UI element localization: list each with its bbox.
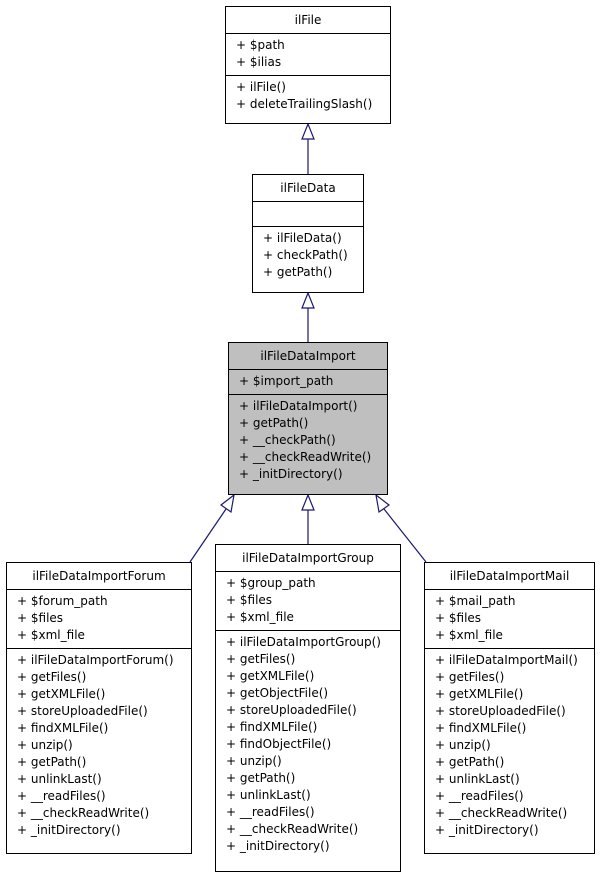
method: + __checkReadWrite() — [226, 822, 359, 836]
class-name: ilFileDataImportForum — [7, 563, 191, 590]
arrowhead-ilfile — [301, 122, 315, 140]
method: + unlinkLast() — [435, 772, 520, 786]
method: + ilFileDataImportMail() — [435, 653, 578, 667]
method: + getPath() — [17, 755, 87, 769]
method: + _initDirectory() — [17, 823, 121, 837]
method: + ilFileDataImport() — [239, 399, 358, 413]
ilfiledataimportgroup-methods-section: + ilFileDataImportGroup() + getFiles() + g… — [216, 630, 400, 859]
attribute: + $files — [226, 593, 273, 607]
attribute: + $ilias — [236, 55, 282, 69]
arrowhead-ilfiledata — [301, 291, 315, 309]
class-ilfiledataimportgroup[interactable]: ilFileDataImportGroup + $group_path + $fil… — [215, 544, 401, 872]
method: + __checkPath() — [239, 433, 336, 447]
method: + __readFiles() — [435, 789, 524, 803]
method: + unlinkLast() — [226, 788, 311, 802]
method: + findXMLFile() — [435, 721, 527, 735]
method: + unlinkLast() — [17, 772, 102, 786]
ilfiledataimportgroup-attributes-section: + $group_path + $files + $xml_file — [216, 572, 400, 630]
class-ilfiledata[interactable]: ilFileData + ilFileData() + checkPath() + g… — [252, 174, 364, 293]
method: + deleteTrailingSlash() — [236, 97, 373, 111]
method: + _initDirectory() — [239, 467, 343, 481]
arrowhead-ilfiledataimport-left — [219, 493, 235, 514]
class-ilfiledataimportforum[interactable]: ilFileDataImportForum + $forum_path + $fil… — [6, 562, 192, 854]
arrowhead-ilfiledataimport-center — [301, 493, 315, 511]
method: + unzip() — [226, 754, 282, 768]
method: + getXMLFile() — [435, 687, 524, 701]
attribute: + $files — [435, 611, 482, 625]
method: + getPath() — [435, 755, 505, 769]
edge-forum-to-ilfiledataimport — [189, 508, 227, 563]
arrowhead-ilfiledataimport-right — [375, 493, 391, 514]
ilfiledataimportforum-methods-section: + ilFileDataImportForum() + getFiles() + g… — [7, 648, 191, 843]
ilfiledataimportmail-attributes-section: + $mail_path + $files + $xml_file — [425, 590, 594, 648]
method: + findXMLFile() — [226, 720, 318, 734]
method: + ilFileDataImportGroup() — [226, 635, 381, 649]
edge-mail-to-ilfiledataimport — [383, 508, 427, 563]
method: + storeUploadedFile() — [226, 703, 357, 717]
method: + ilFileData() — [263, 231, 342, 245]
method: + ilFileDataImportForum() — [17, 653, 174, 667]
method: + getFiles() — [17, 670, 87, 684]
attribute: + $mail_path — [435, 594, 516, 608]
method: + __readFiles() — [226, 805, 315, 819]
attribute: + $xml_file — [435, 628, 503, 642]
ilfiledataimport-attributes-section: + $import_path — [229, 370, 387, 394]
method: + __checkReadWrite() — [435, 806, 568, 820]
method: + __readFiles() — [17, 789, 106, 803]
ilfiledataimportmail-methods-section: + ilFileDataImportMail() + getFiles() + ge… — [425, 648, 594, 843]
ilfiledata-methods-section: + ilFileData() + checkPath() + getPath() — [253, 226, 363, 285]
attribute: + $forum_path — [17, 594, 108, 608]
method: + unzip() — [435, 738, 491, 752]
class-name: ilFileData — [253, 175, 363, 202]
method: + checkPath() — [263, 248, 348, 262]
attribute: + $xml_file — [226, 610, 294, 624]
method: + storeUploadedFile() — [17, 704, 148, 718]
class-name: ilFileDataImport — [229, 343, 387, 370]
method: + __checkReadWrite() — [239, 450, 372, 464]
attribute: + $xml_file — [17, 628, 85, 642]
method: + findObjectFile() — [226, 737, 332, 751]
method: + getObjectFile() — [226, 686, 329, 700]
class-ilfiledataimportmail[interactable]: ilFileDataImportMail + $mail_path + $files… — [424, 562, 595, 854]
method: + getXMLFile() — [226, 669, 315, 683]
method: + ilFile() — [236, 80, 286, 94]
attribute: + $files — [17, 611, 64, 625]
method: + getFiles() — [226, 652, 296, 666]
method: + getFiles() — [435, 670, 505, 684]
method: + getXMLFile() — [17, 687, 106, 701]
method: + unzip() — [17, 738, 73, 752]
method: + getPath() — [239, 416, 309, 430]
method: + findXMLFile() — [17, 721, 109, 735]
ilfiledataimport-methods-section: + ilFileDataImport() + getPath() + __check… — [229, 394, 387, 487]
method: + storeUploadedFile() — [435, 704, 566, 718]
ilfiledata-attributes-section — [253, 202, 363, 226]
method: + _initDirectory() — [435, 823, 539, 837]
class-name: ilFileDataImportMail — [425, 563, 594, 590]
method: + _initDirectory() — [226, 839, 330, 853]
class-name: ilFile — [226, 7, 390, 34]
method: + __checkReadWrite() — [17, 806, 150, 820]
class-ilfiledataimport[interactable]: ilFileDataImport + $import_path + ilFileDa… — [228, 342, 388, 495]
attribute: + $import_path — [239, 374, 334, 388]
method: + getPath() — [263, 265, 333, 279]
class-ilfile[interactable]: ilFile + $path + $ilias + ilFile() + deleteT… — [225, 6, 391, 124]
ilfiledataimportforum-attributes-section: + $forum_path + $files + $xml_file — [7, 590, 191, 648]
ilfile-attributes-section: + $path + $ilias — [226, 34, 390, 75]
method: + getPath() — [226, 771, 296, 785]
attribute: + $path — [236, 38, 285, 52]
ilfile-methods-section: + ilFile() + deleteTrailingSlash() — [226, 75, 390, 117]
attribute: + $group_path — [226, 576, 316, 590]
class-name: ilFileDataImportGroup — [216, 545, 400, 572]
